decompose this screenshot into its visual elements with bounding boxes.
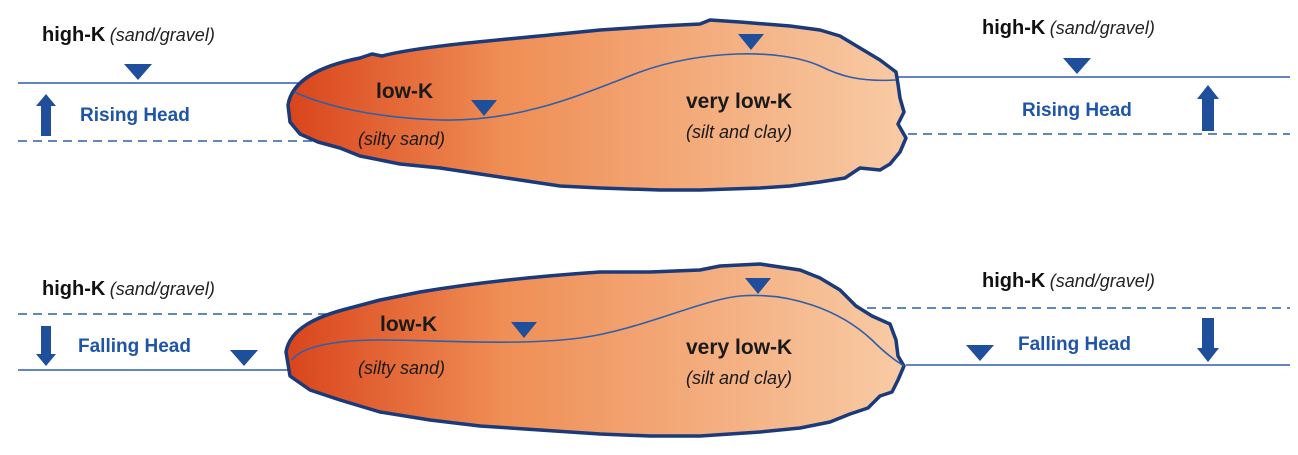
lens-very-low-k-label: very low-K bbox=[686, 90, 792, 113]
lens-low-k-label: low-K bbox=[376, 80, 433, 103]
lens-silt-clay-label: (silt and clay) bbox=[686, 368, 792, 388]
left-water-level-triangle bbox=[124, 64, 152, 80]
right-high-k-label: high-K (sand/gravel) bbox=[982, 17, 1155, 39]
right-water-level-triangle bbox=[1063, 58, 1091, 74]
lens-low-k-label: low-K bbox=[380, 313, 437, 336]
lens-silt-clay-label: (silt and clay) bbox=[686, 122, 792, 142]
clay-lens bbox=[286, 264, 904, 436]
panel-falling-head: high-K (sand/gravel) high-K (sand/gravel… bbox=[18, 264, 1290, 436]
panel-rising-head: high-K (sand/gravel) high-K (sand/gravel… bbox=[18, 17, 1290, 190]
left-down-arrow-icon bbox=[36, 326, 56, 366]
left-falling-head-label: Falling Head bbox=[78, 336, 191, 357]
right-falling-head-label: Falling Head bbox=[1018, 334, 1131, 355]
clay-lens bbox=[288, 20, 906, 190]
right-rising-head-label: Rising Head bbox=[1022, 100, 1132, 121]
lens-very-low-k-label: very low-K bbox=[686, 336, 792, 359]
left-up-arrow-icon bbox=[36, 94, 56, 136]
left-high-k-label: high-K (sand/gravel) bbox=[42, 278, 215, 300]
lens-silty-sand-label: (silty sand) bbox=[358, 358, 445, 378]
right-up-arrow-icon bbox=[1197, 85, 1219, 131]
lens-silty-sand-label: (silty sand) bbox=[358, 129, 445, 149]
right-down-arrow-icon bbox=[1197, 318, 1219, 362]
left-rising-head-label: Rising Head bbox=[80, 105, 190, 126]
left-high-k-label: high-K (sand/gravel) bbox=[42, 24, 215, 46]
right-high-k-label: high-K (sand/gravel) bbox=[982, 270, 1155, 292]
right-water-level-triangle bbox=[966, 345, 994, 361]
left-water-level-triangle bbox=[230, 350, 258, 366]
